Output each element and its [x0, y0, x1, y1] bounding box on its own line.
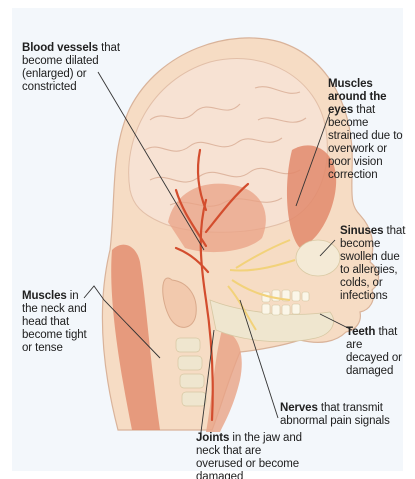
label-sinuses: Sinuses that become swollen due to aller… — [340, 225, 406, 303]
label-joints-title: Joints — [196, 432, 229, 444]
label-muscles-around-eyes: Muscles around the eyes that become stra… — [328, 78, 406, 182]
label-blood-vessels-title: Blood vessels — [22, 42, 98, 54]
label-joints: Joints in the jaw and neck that are over… — [196, 432, 308, 479]
label-muscles-neck-title: Muscles — [22, 290, 67, 302]
label-nerves-title: Nerves — [280, 402, 318, 414]
label-teeth: Teeth that are decayed or damaged — [346, 326, 406, 378]
label-sinuses-title: Sinuses — [340, 225, 383, 237]
sinus-cavity — [296, 240, 340, 276]
label-teeth-title: Teeth — [346, 326, 375, 338]
label-nerves: Nerves that transmit abnormal pain signa… — [280, 402, 396, 428]
label-blood-vessels: Blood vessels that become dilated (enlar… — [22, 42, 132, 94]
label-muscles-neck: Muscles in the neck and head that become… — [22, 290, 94, 355]
